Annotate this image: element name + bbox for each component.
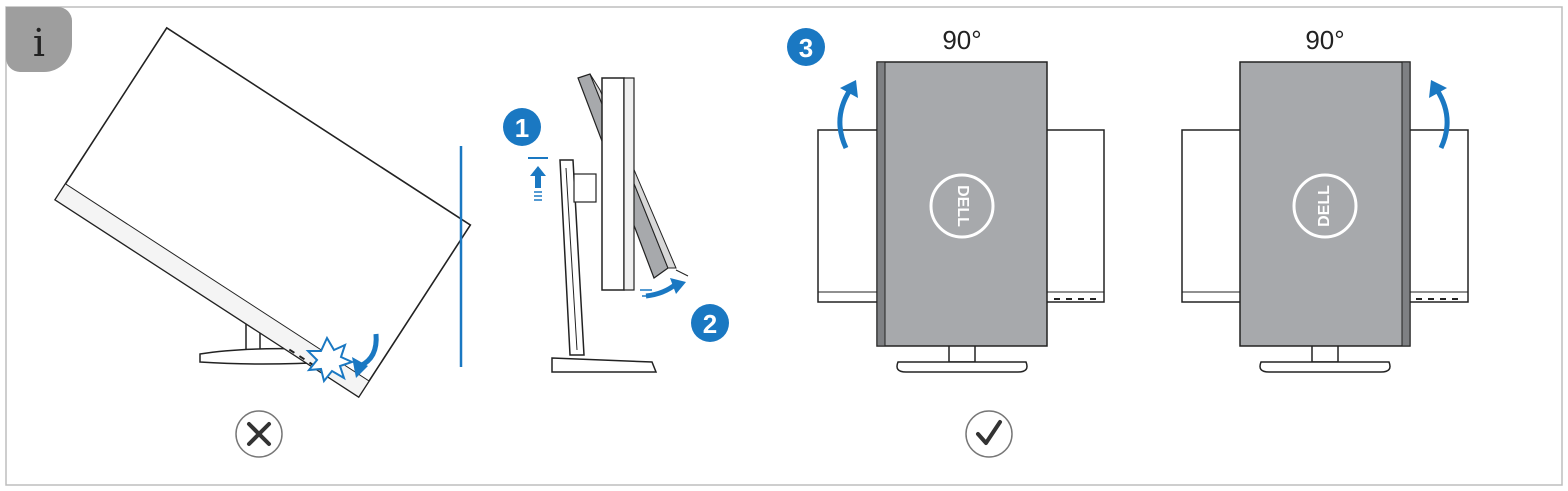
tilted-monitor <box>53 26 472 399</box>
check-mark-icon <box>965 410 1013 458</box>
tilted-monitor-bezel <box>54 183 370 398</box>
svg-text:2: 2 <box>703 309 717 339</box>
svg-text:1: 1 <box>515 113 529 143</box>
tilted-monitor-panel <box>53 26 472 399</box>
wrong-rotation-illustration <box>53 26 472 399</box>
rotate-right-illustration: DELL 90° <box>1181 25 1469 373</box>
step-1-badge: 1 <box>503 108 541 146</box>
stand-base-left <box>896 361 1028 373</box>
diagram-frame <box>5 6 1563 486</box>
side-base <box>551 357 658 373</box>
svg-text:DELL: DELL <box>954 185 971 227</box>
svg-text:DELL: DELL <box>1316 185 1333 227</box>
rotate-left-illustration: DELL 90° <box>817 25 1105 373</box>
rotate-right-arrow-icon <box>1434 88 1450 150</box>
info-icon: i <box>33 21 45 65</box>
dell-logo-left: DELL <box>929 173 995 239</box>
step-3-badge: 3 <box>787 28 825 66</box>
rotate-left-arrow-icon <box>837 88 853 150</box>
portrait-panel-right <box>1239 61 1411 347</box>
side-hinge <box>573 173 597 203</box>
x-mark-icon <box>235 410 283 458</box>
side-panel-upright <box>601 77 625 291</box>
side-stand <box>559 159 585 356</box>
tilt-back-arrow-icon <box>640 269 689 299</box>
collision-burst-icon <box>305 335 355 384</box>
side-view-illustration <box>528 73 689 373</box>
step-2-badge: 2 <box>691 304 729 342</box>
dell-logo-right: DELL <box>1292 173 1358 239</box>
stand-base-right <box>1259 361 1391 373</box>
rotation-label-right: 90° <box>1305 25 1344 55</box>
info-badge-background <box>6 7 72 72</box>
rotation-label-left: 90° <box>942 25 981 55</box>
lift-up-arrow-icon <box>528 157 548 201</box>
info-badge: i <box>6 7 72 72</box>
svg-text:3: 3 <box>799 33 813 63</box>
